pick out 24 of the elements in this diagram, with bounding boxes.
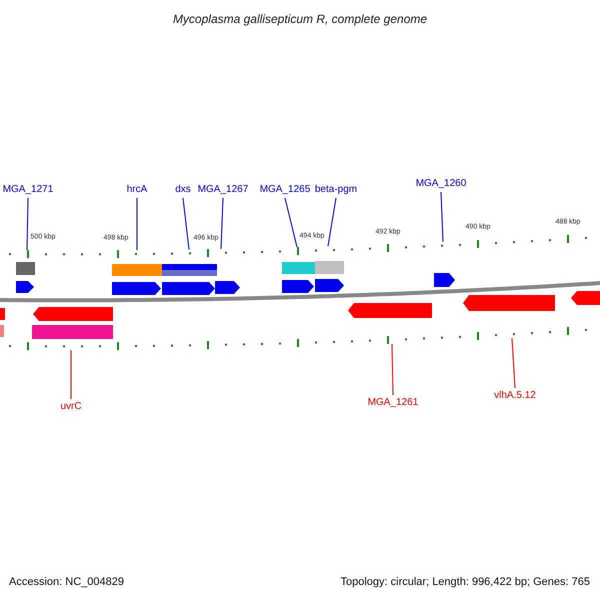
gene-label: MGA_1260 — [416, 178, 466, 190]
leader-line — [182, 198, 190, 250]
title: Mycoplasma gallisepticum R, complete genome — [172, 11, 428, 28]
gene-label: MGA_1261 — [368, 397, 418, 409]
leader-line — [220, 198, 224, 250]
leader-line — [440, 192, 444, 242]
leader-line — [136, 198, 138, 250]
leader-line — [512, 338, 516, 388]
gene-label: vlhA.5.12 — [494, 390, 536, 402]
leader-line — [284, 198, 298, 248]
genome-info-text: Topology: circular; Length: 996,422 bp; Genes: 765 — [340, 575, 590, 590]
leader-line — [26, 198, 28, 251]
leader-line — [70, 350, 72, 400]
gene-label: dxs — [175, 184, 191, 196]
gene-label: MGA_1267 — [198, 184, 248, 196]
accession-text: Accession: NC_004829 — [9, 575, 124, 590]
leader-line — [392, 343, 394, 396]
gene-label: uvrC — [60, 401, 82, 413]
gene-label: MGA_1265 — [260, 184, 310, 196]
gene-label: MGA_1271 — [2, 184, 54, 196]
scale-ticks — [9, 327, 587, 350]
gene-label: hrcA — [126, 184, 148, 196]
gene-label: beta-pgm — [314, 184, 358, 196]
leader-line — [328, 198, 336, 247]
